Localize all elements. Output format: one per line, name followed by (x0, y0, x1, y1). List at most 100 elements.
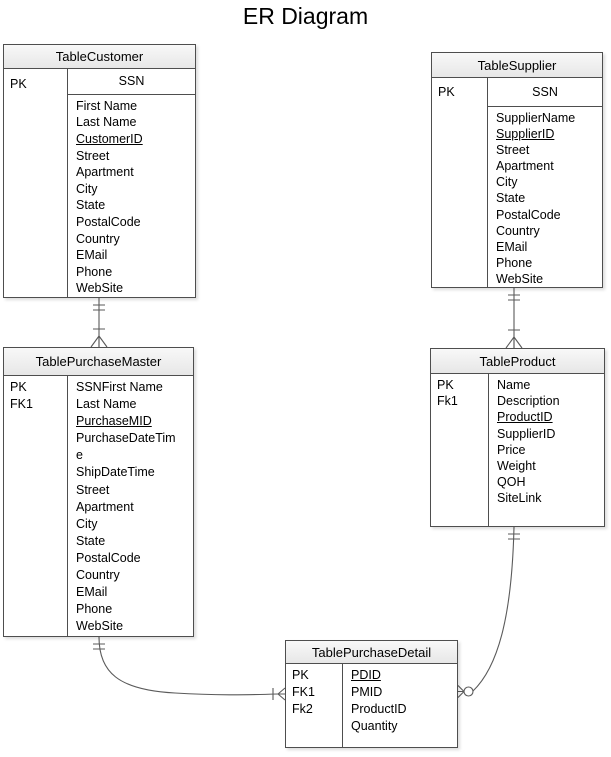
field-name: Country (496, 223, 540, 238)
field-name: SSNFirst Name (76, 380, 163, 394)
key-column: PK Fk1 (431, 374, 489, 526)
field-name: PMID (351, 685, 383, 699)
field-list: PDID PMID ProductID Quantity (343, 664, 457, 735)
field-name: SupplierName (496, 110, 576, 125)
field-name: PostalCode (496, 207, 561, 222)
field-name: Country (76, 568, 120, 583)
field-name: Quantity (351, 719, 398, 733)
field-name: Apartment (496, 159, 554, 174)
relationship-supplier-product[interactable] (505, 288, 523, 349)
field-name: CustomerID (76, 132, 143, 147)
key-label: PK (10, 380, 27, 394)
field-name: PurchaseDateTime (76, 431, 176, 463)
pk-field: SSN (68, 69, 195, 95)
key-label: Fk1 (437, 394, 458, 409)
field-name: EMail (76, 248, 108, 263)
pk-field: SSN (488, 78, 602, 107)
entity-title: TablePurchaseDetail (286, 641, 457, 664)
field-name: ProductID (351, 702, 407, 716)
relationship-product-purchasedetail[interactable] (457, 526, 520, 698)
one-or-many-crowfoot-icon (505, 329, 523, 349)
field-name: City (76, 516, 98, 531)
diagram-title: ER Diagram (242, 3, 369, 29)
relationship-customer-purchasemaster[interactable] (90, 298, 108, 348)
field-name: Phone (76, 264, 113, 279)
one-and-only-one-notation-icon (508, 533, 520, 540)
field-name: SupplierID (496, 127, 555, 142)
field-name: Weight (497, 459, 536, 474)
key-label: PK (438, 85, 455, 100)
key-label: FK1 (10, 397, 33, 412)
key-label-list: PK FK1 (4, 376, 67, 413)
field-column: PDID PMID ProductID Quantity (343, 664, 457, 747)
field-name: ProductID (497, 410, 553, 425)
field-name: State (76, 533, 106, 548)
field-name: Apartment (76, 165, 134, 180)
field-name: Last Name (76, 115, 137, 130)
field-name: State (76, 198, 106, 213)
field-name: First Name (76, 98, 138, 113)
field-name: EMail (76, 585, 108, 600)
one-or-many-crowfoot-icon (90, 328, 108, 348)
field-name: SiteLink (497, 491, 542, 506)
key-label: PK (437, 378, 454, 392)
field-name: PDID (351, 668, 381, 682)
field-name: Name (497, 378, 531, 392)
relationship-purchasemaster-purchasedetail[interactable] (93, 636, 286, 701)
entity-title: TableProduct (431, 349, 604, 374)
field-name: Street (496, 143, 530, 158)
entity-title: TableSupplier (432, 53, 602, 78)
field-name: PostalCode (76, 215, 141, 230)
field-name: Price (497, 442, 526, 457)
field-name: Phone (496, 255, 533, 270)
one-and-only-one-notation-icon (508, 294, 520, 301)
zero-or-many-crowfoot-icon (457, 685, 474, 698)
field-name: ShipDateTime (76, 465, 155, 480)
entity-title: TablePurchaseMaster (4, 348, 193, 376)
field-name: Street (76, 148, 110, 163)
field-name: City (76, 181, 98, 196)
field-name: WebSite (496, 271, 544, 286)
key-label: FK1 (292, 685, 315, 699)
field-name: Phone (76, 602, 113, 617)
key-column: PK (4, 69, 68, 297)
field-name: Country (76, 231, 120, 246)
key-label-list: PK Fk1 (431, 374, 488, 409)
key-label: PK (10, 77, 27, 92)
field-name: State (496, 191, 526, 206)
field-name: SupplierID (497, 426, 556, 441)
field-name: PostalCode (76, 550, 141, 565)
field-name: Apartment (76, 499, 134, 514)
key-column: PK (432, 78, 488, 287)
one-and-only-one-notation-icon (93, 643, 105, 650)
field-name: Street (76, 482, 110, 497)
key-column: PK FK1 (4, 376, 68, 636)
field-name: WebSite (76, 281, 124, 296)
one-or-many-crowfoot-icon (272, 687, 286, 701)
field-name: QOH (497, 475, 526, 490)
field-name: EMail (496, 239, 528, 254)
key-label: Fk2 (292, 702, 313, 716)
field-name: Last Name (76, 397, 137, 412)
